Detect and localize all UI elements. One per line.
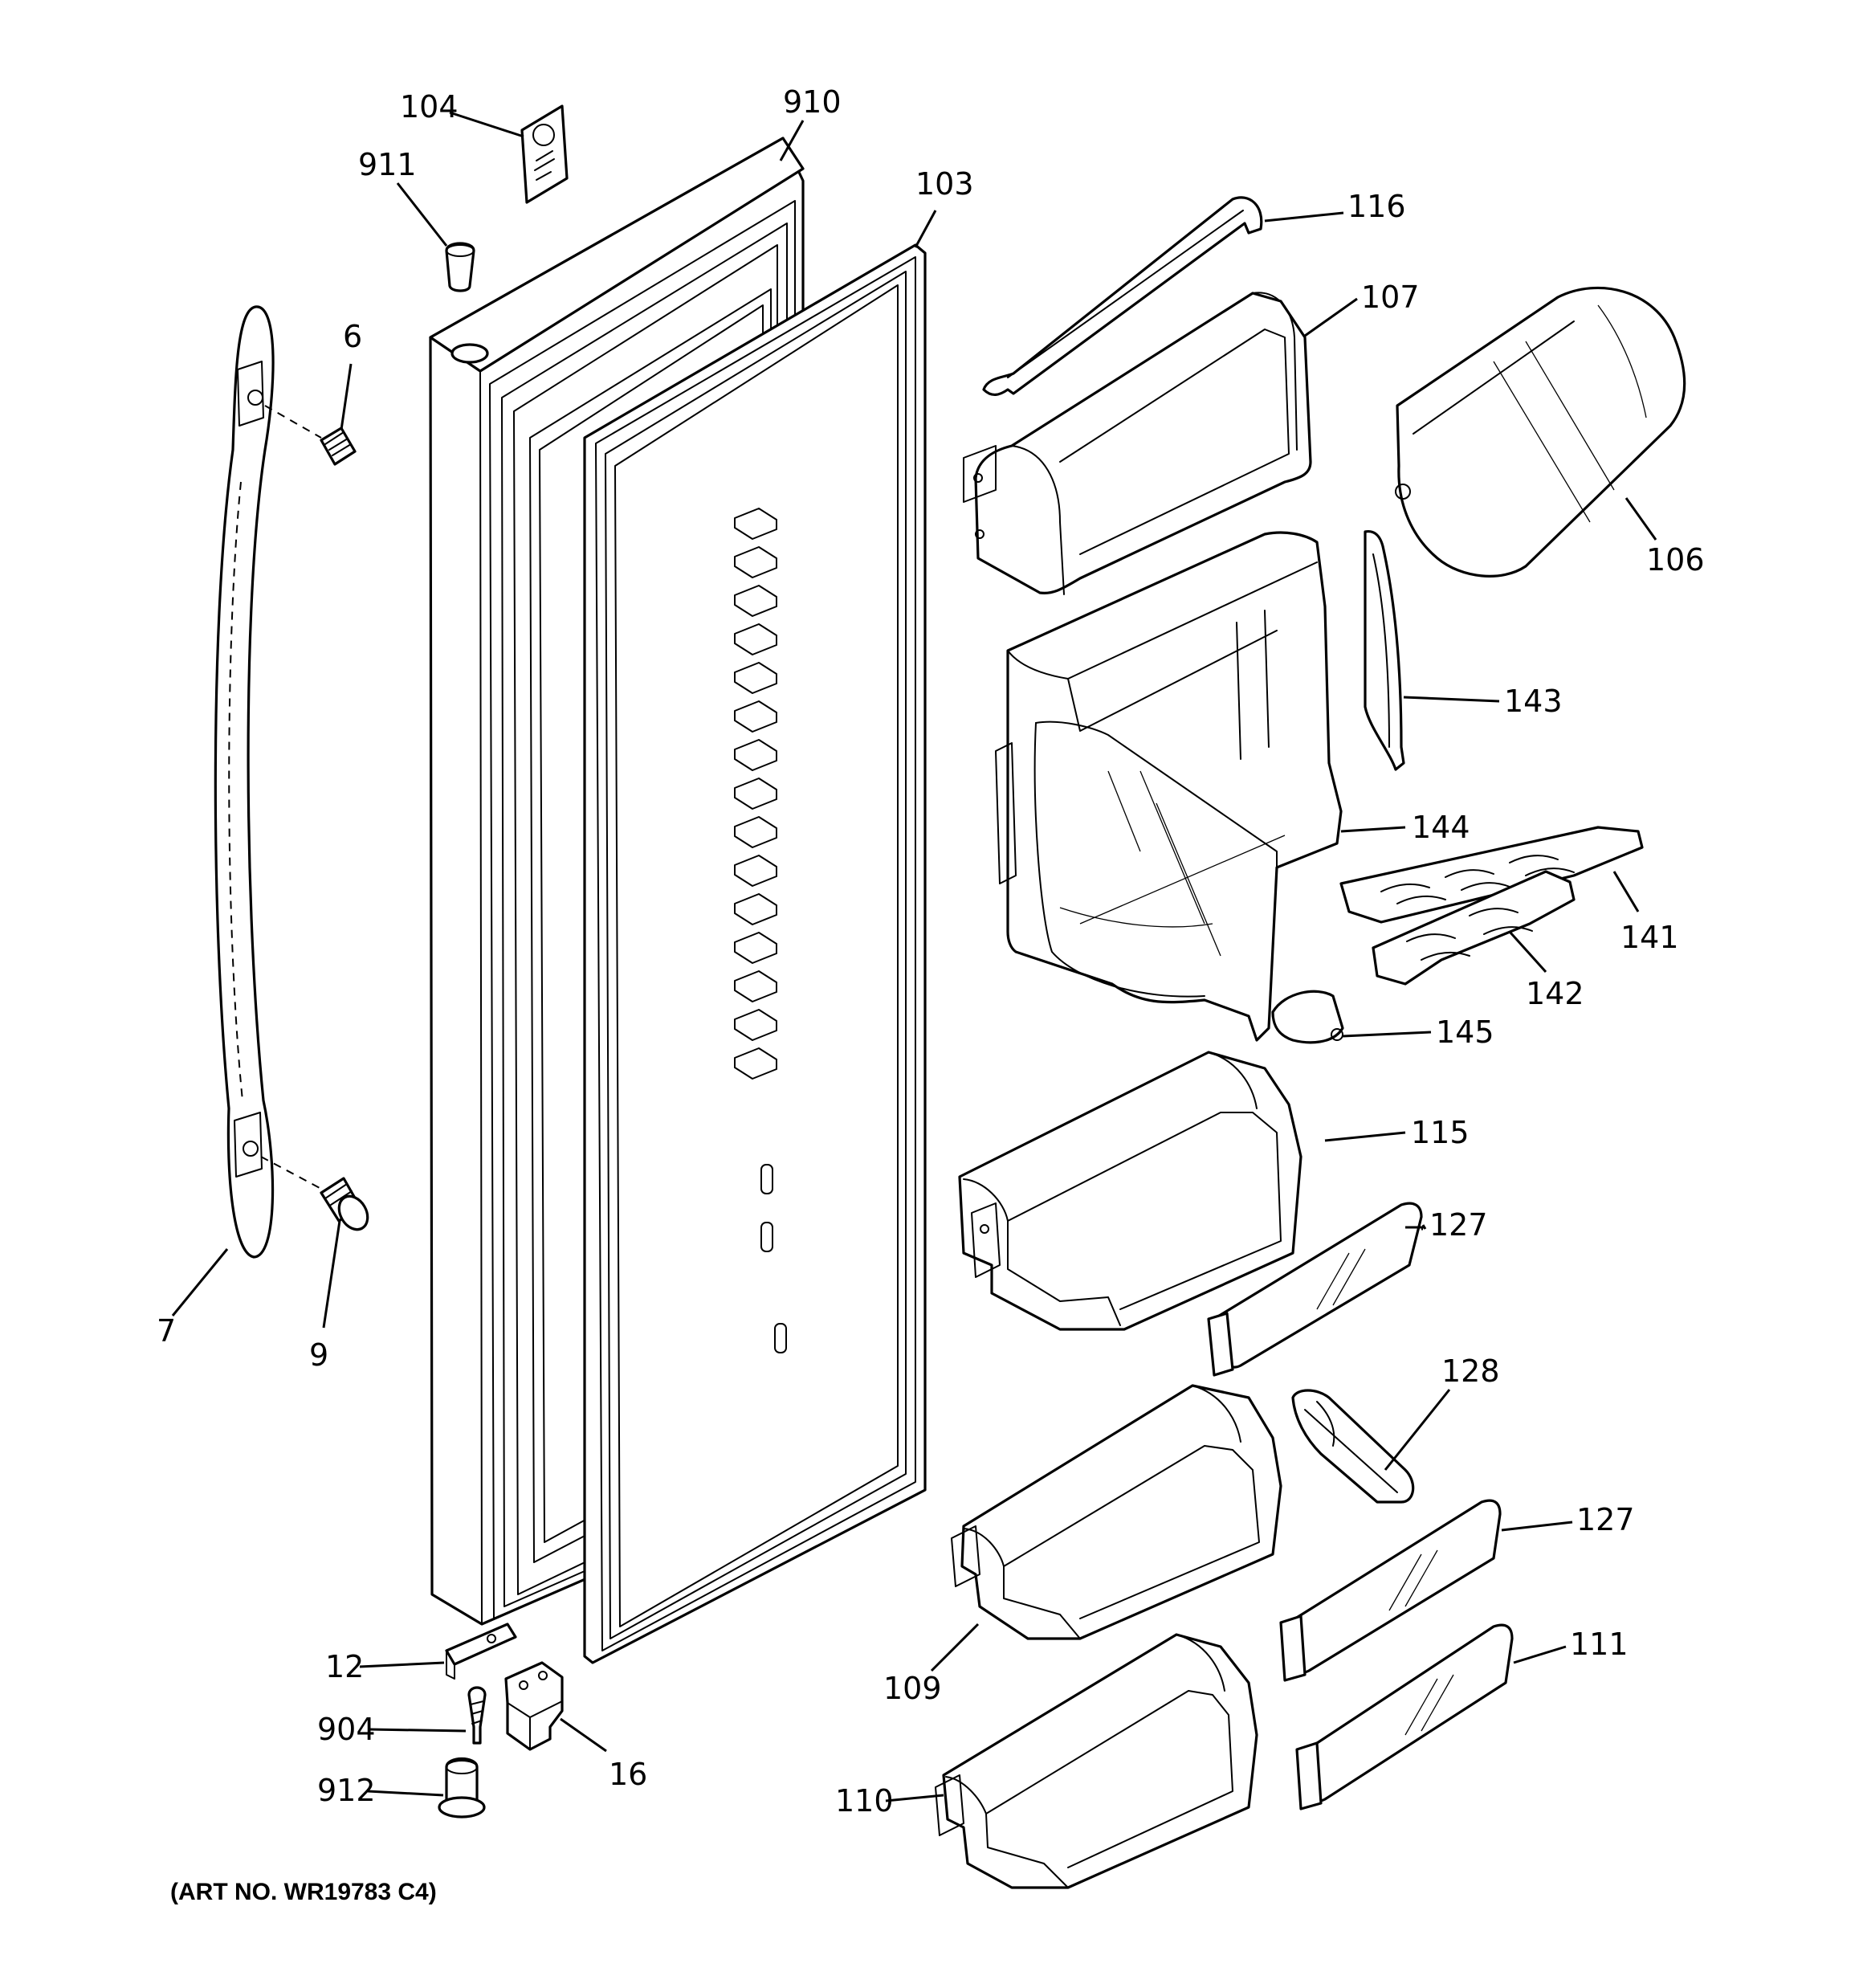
egg-tray-lower xyxy=(1372,870,1576,986)
handle-stud-screw-upper xyxy=(320,427,357,466)
handle-mount-screw-lower xyxy=(320,1177,369,1231)
callout-7: 7 xyxy=(157,1313,176,1349)
callout-127-middle: 127 xyxy=(1576,1502,1635,1537)
art-number: (ART NO. WR19783 C4) xyxy=(170,1879,437,1905)
callout-16: 16 xyxy=(609,1757,647,1792)
callout-141: 141 xyxy=(1620,920,1679,955)
callout-109: 109 xyxy=(883,1671,942,1706)
callout-110: 110 xyxy=(835,1783,894,1819)
callout-127-upper: 127 xyxy=(1429,1207,1488,1243)
bin-trim-upper xyxy=(1207,1202,1423,1377)
callout-106: 106 xyxy=(1646,542,1705,578)
egg-tray-upper xyxy=(1339,826,1644,924)
callout-103: 103 xyxy=(915,166,974,202)
lower-hinge-bracket xyxy=(504,1661,564,1751)
callout-6: 6 xyxy=(343,319,362,354)
bin-trim-lower xyxy=(1295,1623,1514,1810)
hinge-bushing xyxy=(438,1757,486,1819)
nameplate-badge xyxy=(520,104,569,204)
middle-door-bin xyxy=(958,1051,1302,1331)
callout-128: 128 xyxy=(1441,1353,1500,1389)
bin-trim-middle xyxy=(1279,1499,1502,1682)
callout-145: 145 xyxy=(1436,1014,1494,1050)
door-stop-bracket xyxy=(445,1623,517,1680)
callout-107: 107 xyxy=(1361,280,1420,315)
dispenser-cover xyxy=(1395,286,1686,578)
callout-142: 142 xyxy=(1526,976,1584,1011)
upper-door-bin xyxy=(963,292,1312,595)
lower-door-bin xyxy=(951,1384,1282,1640)
bin-rail xyxy=(982,196,1263,396)
shelf-rail-clips xyxy=(734,508,787,1353)
side-trim-piece xyxy=(1364,529,1405,771)
leader-lines xyxy=(171,111,1657,1802)
door-gasket xyxy=(583,243,927,1664)
callout-911: 911 xyxy=(358,147,417,182)
callout-143: 143 xyxy=(1504,684,1563,719)
callout-910: 910 xyxy=(783,84,842,120)
callout-912: 912 xyxy=(317,1773,376,1808)
callout-labels: 104 910 911 103 116 107 6 106 143 144 14… xyxy=(157,84,1705,1819)
dispenser-paddle xyxy=(1271,990,1344,1044)
dispenser-housing xyxy=(995,531,1343,1042)
callout-111: 111 xyxy=(1570,1627,1629,1662)
door-cap-plug xyxy=(445,242,475,292)
bin-divider xyxy=(1291,1389,1415,1504)
door-handle xyxy=(214,305,275,1259)
callout-104: 104 xyxy=(400,89,459,125)
callout-144: 144 xyxy=(1412,810,1470,845)
callout-904: 904 xyxy=(317,1712,376,1747)
callout-12: 12 xyxy=(325,1649,364,1684)
mounting-screw xyxy=(467,1686,487,1745)
callout-115: 115 xyxy=(1411,1115,1470,1150)
callout-9: 9 xyxy=(309,1337,328,1373)
callout-116: 116 xyxy=(1347,189,1406,224)
bottom-door-bin xyxy=(935,1633,1258,1889)
